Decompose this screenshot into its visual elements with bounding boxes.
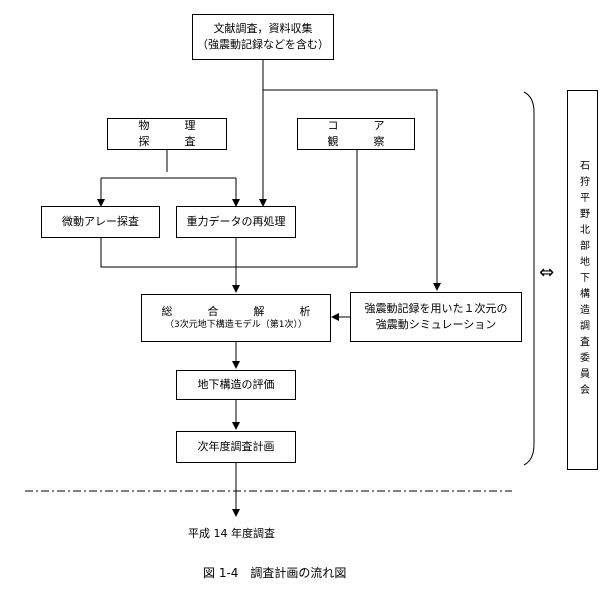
comprehensive-analysis-note: （3次元地下構造モデル（第1次）） bbox=[165, 320, 307, 331]
next-year-plan-label: 次年度調査計画 bbox=[197, 440, 275, 454]
bidirectional-arrow-icon: ⇔ bbox=[539, 262, 555, 283]
literature-survey-note: （強震動記録などを含む） bbox=[197, 38, 329, 51]
physical-exploration-label: 物 理 探 査 bbox=[138, 119, 231, 148]
gravity-reprocessing-box: 重力データの再処理 bbox=[176, 206, 296, 238]
strong-motion-simulation-box: 強震動記録を用いた１次元の 強震動シミュレーション bbox=[350, 292, 522, 342]
microtremor-array-label: 微動アレー探査 bbox=[62, 215, 139, 229]
next-year-survey-label: 平成 14 年度調査 bbox=[188, 527, 275, 540]
literature-survey-label: 文献調査，資料収集 bbox=[213, 22, 313, 36]
structure-evaluation-box: 地下構造の評価 bbox=[176, 370, 296, 400]
literature-survey-box: 文献調査，資料収集 （強震動記録などを含む） bbox=[192, 14, 334, 60]
comprehensive-analysis-label: 総 合 解 析 bbox=[161, 304, 323, 318]
figure-caption: 図 1-4 調査計画の流れ図 bbox=[203, 566, 347, 580]
strong-motion-simulation-label: 強震動記録を用いた１次元の bbox=[364, 302, 508, 316]
core-observation-label: コ ア 観 察 bbox=[327, 119, 420, 148]
next-year-plan-box: 次年度調査計画 bbox=[176, 431, 296, 463]
committee-label: 石狩平野北部地下構造調査委員会 bbox=[577, 160, 589, 400]
gravity-reprocessing-label: 重力データの再処理 bbox=[186, 215, 286, 229]
physical-exploration-box: 物 理 探 査 bbox=[107, 118, 227, 150]
committee-box: 石狩平野北部地下構造調査委員会 bbox=[567, 90, 598, 470]
microtremor-array-box: 微動アレー探査 bbox=[41, 206, 160, 238]
structure-evaluation-label: 地下構造の評価 bbox=[197, 378, 275, 392]
comprehensive-analysis-box: 総 合 解 析 （3次元地下構造モデル（第1次）） bbox=[141, 294, 331, 342]
strong-motion-simulation-note: 強震動シミュレーション bbox=[375, 318, 497, 331]
core-observation-box: コ ア 観 察 bbox=[297, 118, 415, 150]
